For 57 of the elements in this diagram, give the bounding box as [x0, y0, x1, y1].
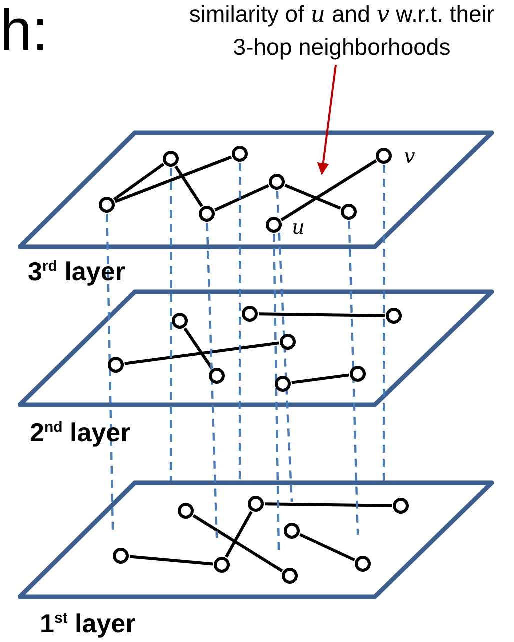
graph-vertex [172, 313, 188, 329]
projection-line [382, 165, 386, 481]
graph-edge [292, 374, 350, 384]
graph-edge [264, 502, 392, 508]
graph-vertex [376, 148, 392, 164]
projection-line [276, 190, 294, 502]
graph-edge [214, 184, 270, 212]
graph-edge [113, 163, 165, 201]
graph-vertex [199, 206, 215, 222]
graph-edge [280, 160, 378, 222]
heading-fragment: h: [0, 0, 48, 65]
graph-edge [300, 533, 356, 562]
graph-edge [192, 514, 284, 572]
projection-line [170, 168, 172, 481]
graph-vertex [178, 503, 194, 519]
graph-edge [124, 342, 280, 366]
graph-vertex [341, 204, 357, 220]
layer-plane [18, 289, 494, 449]
graph-edge [225, 511, 253, 558]
layer-label: 3$^{rd}$ layer [28, 256, 126, 287]
graph-vertex [393, 498, 409, 514]
graph-vertex [242, 306, 258, 322]
graph-vertex [232, 146, 248, 162]
graph-vertex [113, 548, 129, 564]
layer-plane [18, 480, 494, 640]
graph-vertex [350, 366, 366, 382]
graph-vertex [386, 308, 402, 324]
projection-line [348, 220, 360, 536]
graph-vertex [248, 496, 264, 512]
graph-vertex [163, 151, 179, 167]
graph-vertex [275, 376, 291, 392]
projection-line [238, 163, 242, 481]
callout-text: similarity of u and v w.r.t. their 3-hop neighborhoods [186, 0, 498, 63]
graph-vertex [99, 197, 115, 213]
vertex-label: u [292, 216, 305, 238]
graph-vertex [269, 174, 285, 190]
graph-edge [174, 166, 204, 208]
leader-arrow [317, 64, 337, 176]
projection-line [106, 214, 114, 530]
graph-vertex [108, 357, 124, 373]
graph-edge [130, 555, 214, 566]
vertex-label: v [404, 145, 416, 167]
layer-label: 1$^{st}$ layer [40, 608, 136, 639]
graph-edge [114, 156, 232, 204]
projection-line [273, 234, 280, 552]
graph-edge [284, 184, 342, 210]
graph-vertex [284, 523, 300, 539]
graph-vertex [282, 568, 298, 584]
graph-vertex [280, 334, 296, 350]
graph-edge [184, 328, 214, 370]
graph-vertex [355, 556, 371, 572]
projection-line [206, 222, 218, 538]
graph-vertex [214, 557, 230, 573]
graph-vertex [209, 368, 225, 384]
graph-vertex [266, 217, 282, 233]
graph-edge [258, 312, 386, 318]
layer-label: 2$^{nd}$ layer [30, 416, 131, 448]
